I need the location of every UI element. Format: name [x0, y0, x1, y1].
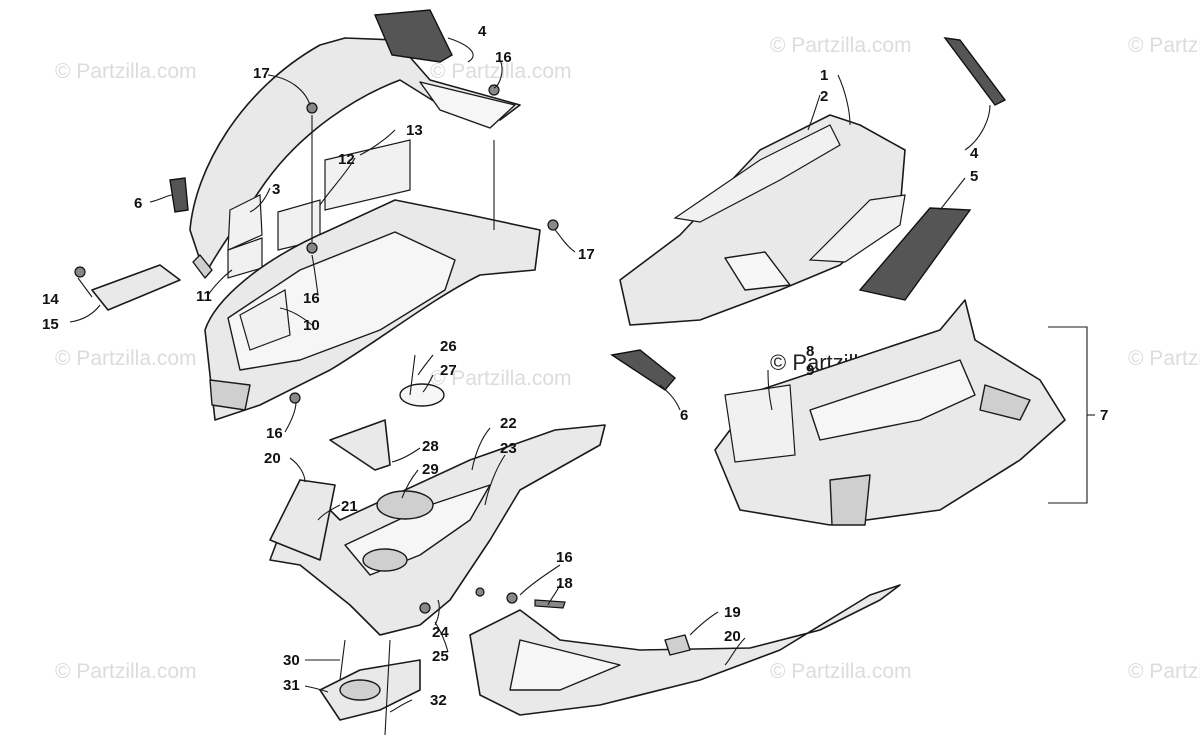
watermark: © Partzilla.com [430, 367, 572, 390]
belly-pan-right [469, 584, 901, 716]
leader-lines [69, 37, 991, 713]
callout-4: 4 [478, 23, 487, 40]
watermark: © Partzilla.com [55, 60, 197, 83]
belly-pan-center [269, 354, 606, 736]
callout-7: 7 [1100, 407, 1108, 424]
callout-22: 22 [500, 415, 517, 432]
callout-21: 21 [341, 498, 358, 515]
callout-17: 17 [253, 65, 270, 82]
callout-16: 16 [303, 290, 320, 307]
callout-28: 28 [422, 438, 439, 455]
watermark: © Partzilla.com [1128, 660, 1200, 683]
callout-25: 25 [432, 648, 449, 665]
callout-2: 2 [820, 88, 828, 105]
callout-10: 10 [303, 317, 320, 334]
watermark: © Partzilla.com [1128, 34, 1200, 57]
callout-12: 12 [338, 151, 355, 168]
callout-1: 1 [820, 67, 828, 84]
watermark: © Partzilla.com [770, 660, 912, 683]
watermarks: © Partzilla.com © Partzilla.com © Partzi… [55, 34, 1200, 683]
watermark: © Partzilla.com [430, 60, 572, 83]
callout-5: 5 [970, 168, 978, 185]
callout-24: 24 [432, 624, 449, 641]
callout-23: 23 [500, 440, 517, 457]
hood-upper-left [74, 9, 559, 421]
callout-19: 19 [724, 604, 741, 621]
watermark: © Partzilla.com [55, 660, 197, 683]
callout-20: 20 [724, 628, 741, 645]
callout-20: 20 [264, 450, 281, 467]
callout-26: 26 [440, 338, 457, 355]
hood-upper-right [610, 37, 1095, 526]
callout-6: 6 [134, 195, 142, 212]
callout-16: 16 [556, 549, 573, 566]
callout-31: 31 [283, 677, 300, 694]
callout-18: 18 [556, 575, 573, 592]
watermark: © Partzilla.com [55, 347, 197, 370]
callout-13: 13 [406, 122, 423, 139]
callout-16: 16 [266, 425, 283, 442]
callout-11: 11 [196, 288, 212, 305]
watermark: © Partzilla.com [1128, 347, 1200, 370]
callout-29: 29 [422, 461, 439, 478]
callout-labels: 1 2 3 4 4 5 6 6 7 8 9 10 11 12 13 14 15 … [42, 23, 1108, 709]
callout-27: 27 [440, 362, 457, 379]
watermark: © Partzilla.com [770, 34, 912, 57]
callout-14: 14 [42, 291, 59, 308]
callout-3: 3 [272, 181, 280, 198]
callout-16: 16 [495, 49, 512, 66]
callout-9: 9 [806, 362, 814, 379]
callout-17: 17 [578, 246, 595, 263]
callout-6: 6 [680, 407, 688, 424]
callout-4: 4 [970, 145, 979, 162]
callout-15: 15 [42, 316, 59, 333]
callout-8: 8 [806, 343, 814, 360]
callout-32: 32 [430, 692, 447, 709]
callout-30: 30 [283, 652, 300, 669]
